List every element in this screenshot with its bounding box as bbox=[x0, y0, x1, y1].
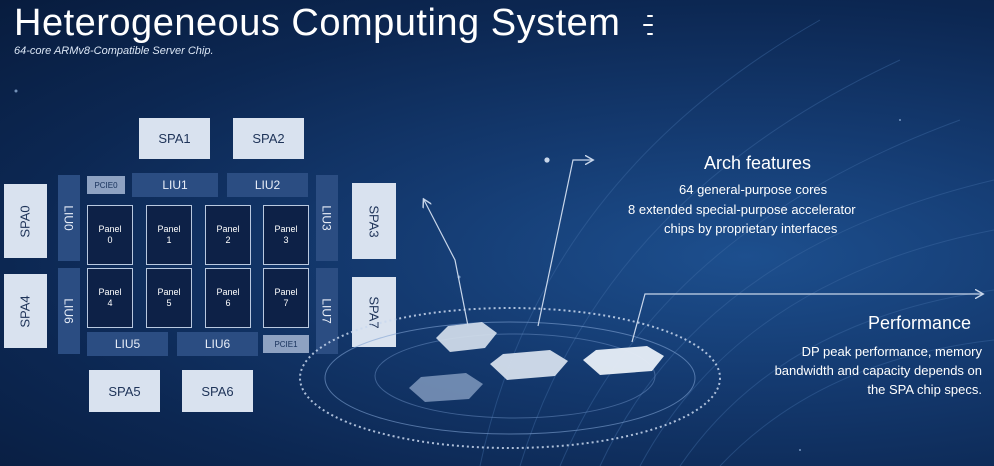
spa-label: SPA2 bbox=[252, 131, 285, 146]
panel-index: 5 bbox=[166, 298, 172, 308]
spa-box-1: SPA1 bbox=[139, 118, 210, 159]
liu-label: LIU2 bbox=[254, 178, 281, 192]
panel-index: 2 bbox=[225, 235, 231, 245]
performance-line-3: the SPA chip specs. bbox=[867, 382, 982, 397]
panel-index: 6 bbox=[225, 298, 231, 308]
pcie-label: PCIE1 bbox=[274, 339, 298, 349]
panel-label: Panel bbox=[157, 287, 181, 297]
arch-feature-line-1: 64 general-purpose cores bbox=[679, 182, 828, 197]
liu-bar-5: LIU5 bbox=[87, 332, 168, 356]
spa-label: SPA6 bbox=[201, 383, 234, 399]
pcie-box-0: PCIE0 bbox=[87, 176, 125, 194]
panel-index: 3 bbox=[283, 235, 289, 245]
arch-features-title: Arch features bbox=[704, 153, 812, 173]
liu-label: LIU3 bbox=[320, 205, 335, 231]
spa-label: SPA3 bbox=[366, 204, 382, 238]
panel-label: Panel bbox=[98, 224, 122, 234]
liu-label: LIU7 bbox=[320, 298, 335, 324]
pcie-box-1: PCIE1 bbox=[263, 335, 309, 353]
liu-bar-6-side: LIU6 bbox=[58, 268, 80, 354]
liu-bar-0: LIU0 bbox=[58, 175, 80, 261]
liu-bar-1: LIU1 bbox=[132, 173, 218, 197]
panel-index: 4 bbox=[107, 298, 113, 308]
panel-label: Panel bbox=[157, 224, 181, 234]
spa-label: SPA5 bbox=[108, 383, 141, 399]
liu-label: LIU6 bbox=[62, 298, 77, 324]
spa-box-0: SPA0 bbox=[4, 184, 47, 258]
panel-index: 7 bbox=[283, 298, 289, 308]
arch-feature-line-2: 8 extended special-purpose accelerator bbox=[628, 202, 856, 217]
spa-label: SPA7 bbox=[366, 295, 382, 329]
arch-feature-line-3: chips by proprietary interfaces bbox=[664, 221, 838, 236]
liu-bar-3: LIU3 bbox=[316, 175, 338, 261]
panel-index: 0 bbox=[107, 235, 113, 245]
panel-index: 1 bbox=[166, 235, 172, 245]
performance-line-2: bandwidth and capacity depends on bbox=[774, 363, 982, 378]
liu-label: LIU5 bbox=[114, 337, 141, 351]
pcie-label: PCIE0 bbox=[94, 180, 118, 190]
spa-label: SPA0 bbox=[18, 204, 33, 238]
spa-box-2: SPA2 bbox=[233, 118, 304, 159]
spa-box-6: SPA6 bbox=[182, 370, 253, 412]
liu-bar-7: LIU7 bbox=[316, 268, 338, 354]
liu-label: LIU6 bbox=[204, 337, 231, 351]
liu-bar-2: LIU2 bbox=[227, 173, 308, 197]
spa-label: SPA4 bbox=[18, 294, 33, 328]
panel-label: Panel bbox=[274, 287, 298, 297]
liu-label: LIU1 bbox=[162, 178, 188, 192]
liu-label: LIU0 bbox=[62, 205, 77, 231]
spa-label: SPA1 bbox=[158, 131, 191, 146]
panel-label: Panel bbox=[98, 287, 122, 297]
performance-line-1: DP peak performance, memory bbox=[801, 344, 982, 359]
liu-bar-6-bottom: LIU6 bbox=[177, 332, 258, 356]
panel-label: Panel bbox=[274, 224, 298, 234]
spa-box-5: SPA5 bbox=[89, 370, 160, 412]
spa-box-7: SPA7 bbox=[352, 277, 396, 347]
panel-label: Panel bbox=[216, 224, 240, 234]
page-title: Heterogeneous Computing System bbox=[14, 2, 621, 44]
performance-title: Performance bbox=[868, 313, 972, 333]
decorative-dashes-icon bbox=[643, 15, 653, 35]
page-subtitle: 64-core ARMv8-Compatible Server Chip. bbox=[14, 45, 214, 57]
spa-box-4: SPA4 bbox=[4, 274, 47, 348]
panel-label: Panel bbox=[216, 287, 240, 297]
spa-box-3: SPA3 bbox=[352, 183, 396, 259]
